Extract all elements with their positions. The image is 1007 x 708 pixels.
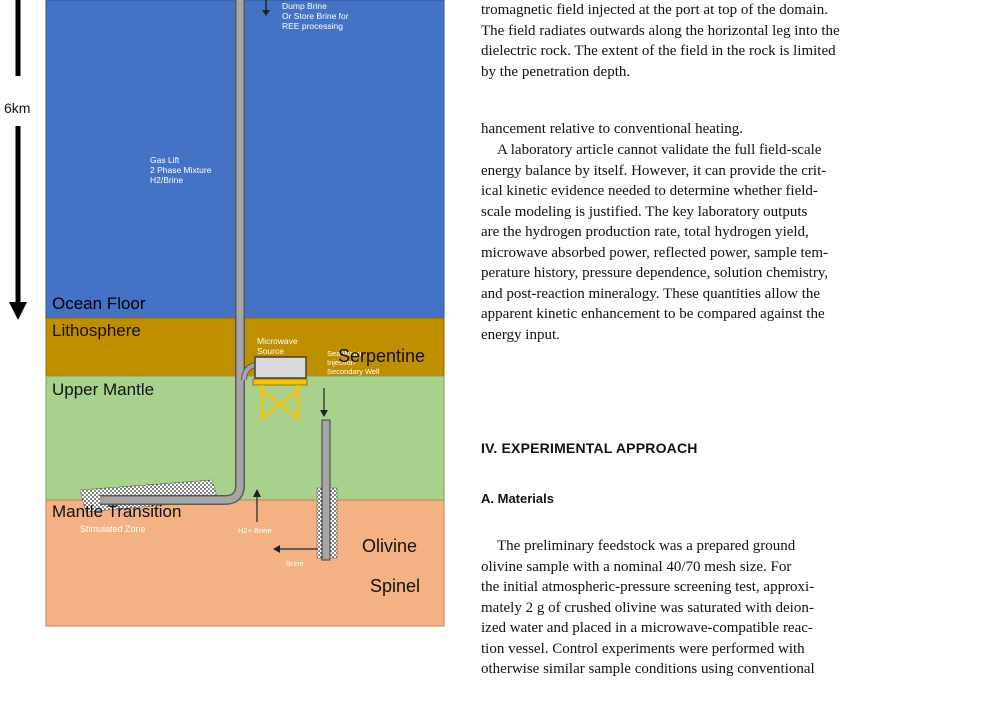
microwave-source-box — [254, 356, 307, 379]
h2-brine-label: H2+ Brine — [238, 526, 272, 535]
platform-deck — [252, 378, 308, 386]
seawater-injection-label: Sea Water Injection Secondary Well — [327, 349, 380, 376]
subsection-heading: A. Materials — [481, 491, 554, 506]
paragraph-materials: The preliminary feedstock was a prepared… — [481, 538, 815, 677]
spinel-label: Spinel — [370, 576, 421, 596]
figure-caption-continued: tromagnetic field injected at the port a… — [481, 2, 840, 80]
depth-arrow-head — [9, 302, 27, 320]
microwave-source-label: Microwave Source — [257, 336, 298, 356]
section-heading: IV. EXPERIMENTAL APPROACH — [481, 440, 698, 456]
upper-mantle-label: Upper Mantle — [52, 380, 155, 399]
depth-label: 6km — [4, 100, 31, 116]
brine-label: Brine — [286, 559, 304, 568]
olivine-label: Olivine — [362, 536, 418, 556]
paragraph-lab-validation: A laboratory article cannot validate the… — [481, 142, 829, 343]
platform-legs — [260, 385, 300, 420]
paragraph-continued: hancement relative to conventional heati… — [481, 121, 743, 137]
seawater-injection-arrow — [320, 410, 328, 417]
dump-brine-arrow — [262, 10, 270, 16]
mantle-transition-layer — [45, 499, 445, 627]
stimulated-zone-label: Stimulated Zone — [80, 524, 146, 534]
well-schematic-figure: 6km Dump Brine Or Store Brine for REE pr… — [0, 0, 460, 708]
serpentine-label: Serpentine — [338, 346, 426, 366]
brine-flow-arrow — [273, 545, 280, 553]
lithosphere-label: Lithosphere — [52, 321, 141, 340]
dump-brine-label: Dump Brine Or Store Brine for REE proces… — [282, 1, 349, 31]
h2-brine-arrow — [253, 489, 261, 497]
mantle-transition-label: Mantle Transition — [52, 502, 182, 521]
schematic-drawing — [9, 0, 445, 627]
injection-well — [321, 419, 331, 561]
ocean-floor-label: Ocean Floor — [52, 294, 146, 313]
gas-lift-label: Gas Lift 2 Phase Mixture H2/Brine — [150, 155, 212, 185]
